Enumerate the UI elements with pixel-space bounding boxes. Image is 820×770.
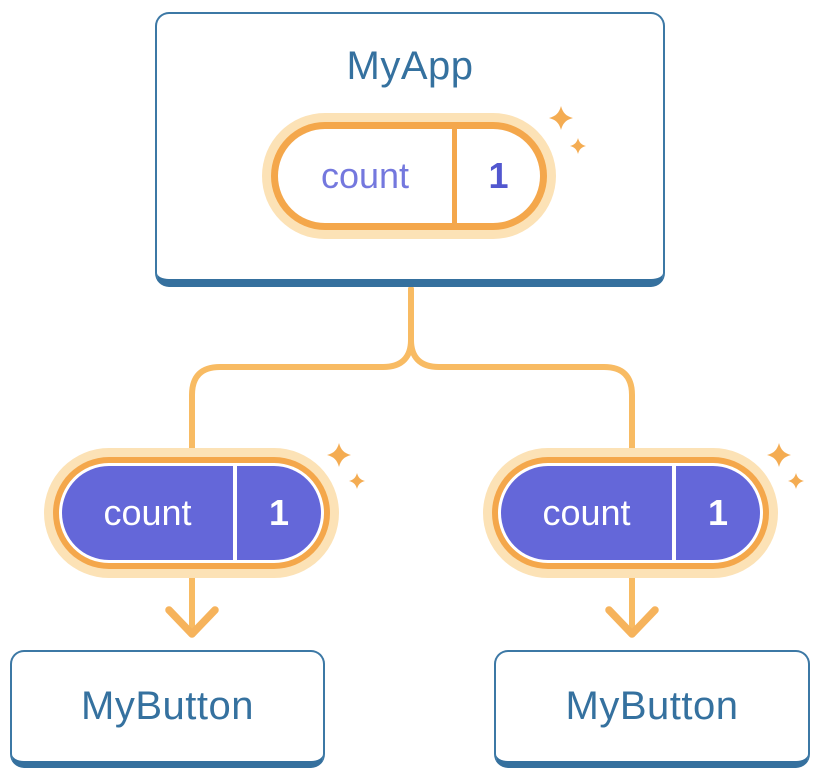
component-label-root: MyApp [346, 44, 474, 88]
sparkle-icon-large [327, 443, 351, 467]
sparkle-icon-small [349, 473, 365, 489]
component-label-child-right: MyButton [565, 684, 739, 728]
arrow-down-icon [605, 606, 659, 638]
state-value-label: 1 [268, 492, 290, 533]
component-label-child-left: MyButton [81, 684, 254, 728]
state-pill-ring: count 1 [271, 122, 547, 230]
state-name-label: count [542, 492, 631, 533]
state-pill-child-right: count 1 [483, 448, 778, 578]
state-pill-root: count 1 [262, 113, 556, 239]
state-divider [233, 466, 237, 560]
state-divider [452, 129, 457, 223]
sparkle-icon-large [767, 443, 791, 467]
state-pill-ring: count 1 [492, 457, 769, 569]
sparkle-icon-large [549, 106, 573, 130]
state-value-label: 1 [488, 155, 509, 196]
state-pill-ring: count 1 [53, 457, 330, 569]
branch-line-right [408, 286, 635, 632]
sparkle-icon-small [788, 473, 804, 489]
sparkle-icon-small [570, 138, 586, 154]
component-card-child-left: MyButton [10, 650, 325, 768]
state-divider [672, 466, 676, 560]
component-card-child-right: MyButton [494, 650, 810, 768]
state-pill-child-left: count 1 [44, 448, 339, 578]
state-name-label: count [320, 155, 410, 196]
state-name-label: count [103, 492, 192, 533]
arrow-down-icon [165, 606, 219, 638]
state-value-label: 1 [707, 492, 729, 533]
